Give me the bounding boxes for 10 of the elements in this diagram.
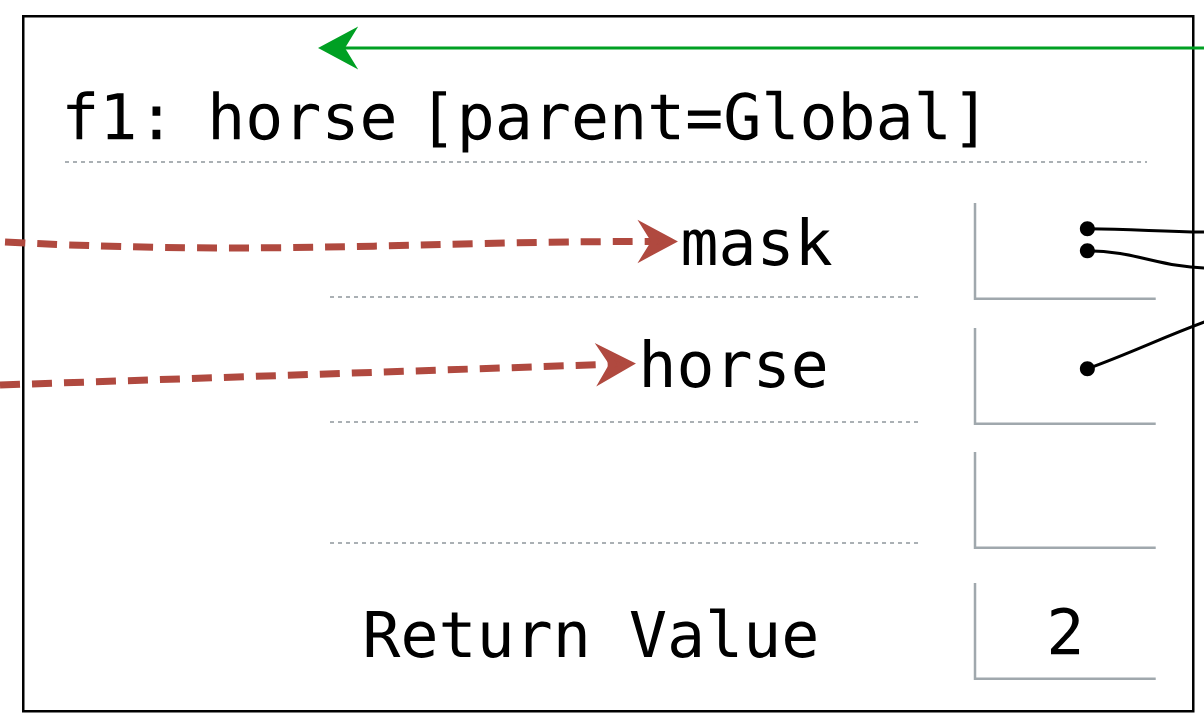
arrow xyxy=(1079,243,1204,270)
arrow xyxy=(1079,221,1204,237)
value-cell xyxy=(973,203,1156,300)
variable-name: mask xyxy=(683,216,832,266)
value-cell xyxy=(973,452,1156,549)
value-cell: 2 xyxy=(973,583,1156,680)
value-cell xyxy=(973,328,1156,425)
variable-name: horse xyxy=(644,338,826,388)
variable-name: Return Value xyxy=(366,608,816,658)
arrow xyxy=(1079,318,1204,377)
